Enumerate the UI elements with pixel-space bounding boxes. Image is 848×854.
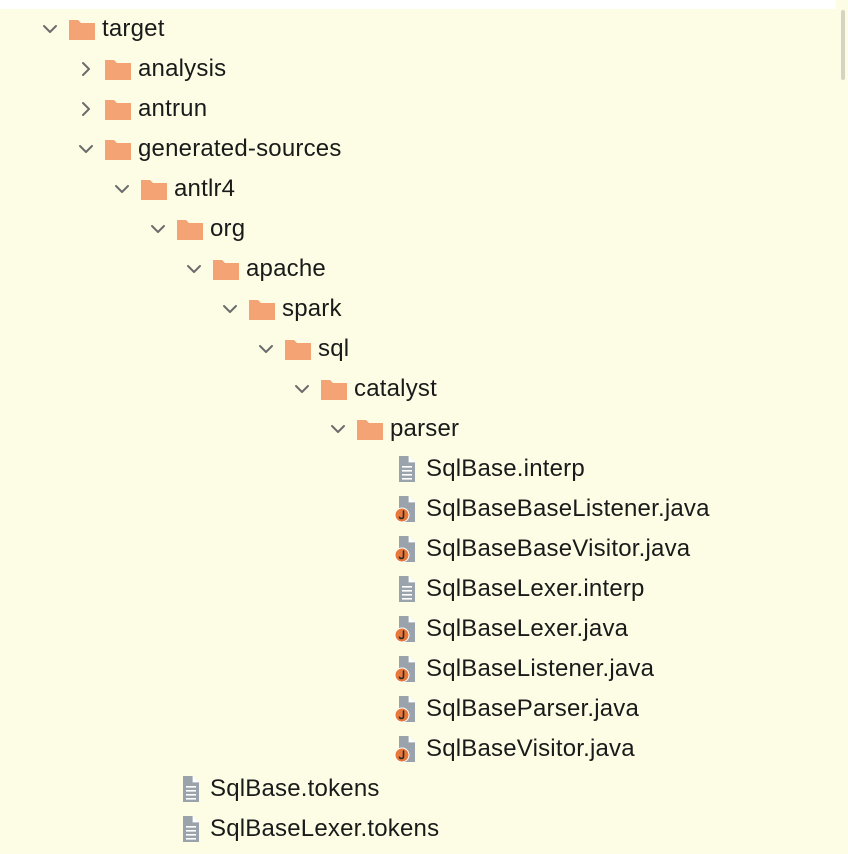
tree-node-sqlbasevisitor-java[interactable]: SqlBaseVisitor.java xyxy=(360,729,635,769)
folder-icon xyxy=(284,335,312,363)
text-file-icon xyxy=(392,455,420,483)
tree-node-antlr4[interactable]: antlr4 xyxy=(108,169,235,209)
tree-node-label: generated-sources xyxy=(138,135,342,162)
java-file-icon xyxy=(392,535,420,563)
tree-indent-spacer xyxy=(360,489,388,529)
tree-node-sqlbaselexer-java[interactable]: SqlBaseLexer.java xyxy=(360,609,628,649)
chevron-right-icon[interactable] xyxy=(72,49,100,89)
chevron-down-icon[interactable] xyxy=(72,129,100,169)
tree-node-label: SqlBaseBaseVisitor.java xyxy=(426,535,691,562)
java-file-icon xyxy=(392,495,420,523)
tree-node-analysis[interactable]: analysis xyxy=(72,49,226,89)
tree-indent-spacer xyxy=(360,729,388,769)
tree-indent-spacer xyxy=(144,769,172,809)
tree-node-label: target xyxy=(102,15,165,42)
chevron-down-icon[interactable] xyxy=(252,329,280,369)
tree-node-label: antlr4 xyxy=(174,175,236,202)
tree-node-target[interactable]: target xyxy=(36,9,165,49)
folder-icon xyxy=(176,215,204,243)
tree-node-label: SqlBaseLexer.tokens xyxy=(210,815,440,842)
chevron-down-icon[interactable] xyxy=(324,409,352,449)
folder-icon xyxy=(68,15,96,43)
text-file-icon xyxy=(392,575,420,603)
tree-node-label: SqlBase.tokens xyxy=(210,775,380,802)
tree-node-label: antrun xyxy=(138,95,208,122)
tree-top-edge xyxy=(0,0,848,9)
folder-icon xyxy=(356,415,384,443)
tree-node-sqlbase-interp[interactable]: SqlBase.interp xyxy=(360,449,585,489)
tree-indent-spacer xyxy=(360,609,388,649)
tree-node-generated-sources[interactable]: generated-sources xyxy=(72,129,342,169)
chevron-right-icon[interactable] xyxy=(72,89,100,129)
tree-indent-spacer xyxy=(144,809,172,849)
tree-node-org[interactable]: org xyxy=(144,209,245,249)
tree-node-label: org xyxy=(210,215,246,242)
tree-node-label: sql xyxy=(318,335,350,362)
tree-node-antrun[interactable]: antrun xyxy=(72,89,207,129)
folder-icon xyxy=(248,295,276,323)
tree-node-label: apache xyxy=(246,255,326,282)
tree-indent-spacer xyxy=(360,569,388,609)
tree-node-label: analysis xyxy=(138,55,227,82)
java-file-icon xyxy=(392,735,420,763)
tree-indent-spacer xyxy=(360,529,388,569)
folder-icon xyxy=(104,135,132,163)
folder-icon xyxy=(104,95,132,123)
folder-icon xyxy=(140,175,168,203)
vertical-scrollbar[interactable] xyxy=(836,0,848,854)
tree-node-parser[interactable]: parser xyxy=(324,409,459,449)
tree-node-catalyst[interactable]: catalyst xyxy=(288,369,437,409)
tree-node-sqlbasebaselistener-java[interactable]: SqlBaseBaseListener.java xyxy=(360,489,710,529)
java-file-icon xyxy=(392,655,420,683)
chevron-down-icon[interactable] xyxy=(216,289,244,329)
tree-node-label: SqlBase.interp xyxy=(426,455,585,482)
chevron-down-icon[interactable] xyxy=(288,369,316,409)
tree-node-sqlbaselistener-java[interactable]: SqlBaseListener.java xyxy=(360,649,654,689)
tree-node-sqlbasebasevisitor-java[interactable]: SqlBaseBaseVisitor.java xyxy=(360,529,690,569)
tree-node-sqlbaselexer-interp[interactable]: SqlBaseLexer.interp xyxy=(360,569,645,609)
java-file-icon xyxy=(392,695,420,723)
tree-node-label: SqlBaseBaseListener.java xyxy=(426,495,710,522)
tree-node-sqlbaseparser-java[interactable]: SqlBaseParser.java xyxy=(360,689,639,729)
tree-node-label: spark xyxy=(282,295,342,322)
tree-node-label: SqlBaseVisitor.java xyxy=(426,735,635,762)
tree-node-label: SqlBaseParser.java xyxy=(426,695,640,722)
tree-indent-spacer xyxy=(360,449,388,489)
tree-node-sqlbase-tokens[interactable]: SqlBase.tokens xyxy=(144,769,380,809)
folder-icon xyxy=(320,375,348,403)
tree-indent-spacer xyxy=(360,649,388,689)
folder-icon xyxy=(104,55,132,83)
chevron-down-icon[interactable] xyxy=(180,249,208,289)
chevron-down-icon[interactable] xyxy=(36,9,64,49)
chevron-down-icon[interactable] xyxy=(144,209,172,249)
tree-node-sql[interactable]: sql xyxy=(252,329,349,369)
tree-node-apache[interactable]: apache xyxy=(180,249,326,289)
tree-node-spark[interactable]: spark xyxy=(216,289,342,329)
text-file-icon xyxy=(176,815,204,843)
chevron-down-icon[interactable] xyxy=(108,169,136,209)
tree-node-label: parser xyxy=(390,415,460,442)
tree-node-label: catalyst xyxy=(354,375,437,402)
tree-node-label: SqlBaseListener.java xyxy=(426,655,655,682)
text-file-icon xyxy=(176,775,204,803)
tree-indent-spacer xyxy=(360,689,388,729)
java-file-icon xyxy=(392,615,420,643)
tree-node-label: SqlBaseLexer.java xyxy=(426,615,629,642)
scrollbar-thumb[interactable] xyxy=(841,10,845,80)
tree-node-sqlbaselexer-tokens[interactable]: SqlBaseLexer.tokens xyxy=(144,809,439,849)
tree-node-label: SqlBaseLexer.interp xyxy=(426,575,645,602)
folder-icon xyxy=(212,255,240,283)
